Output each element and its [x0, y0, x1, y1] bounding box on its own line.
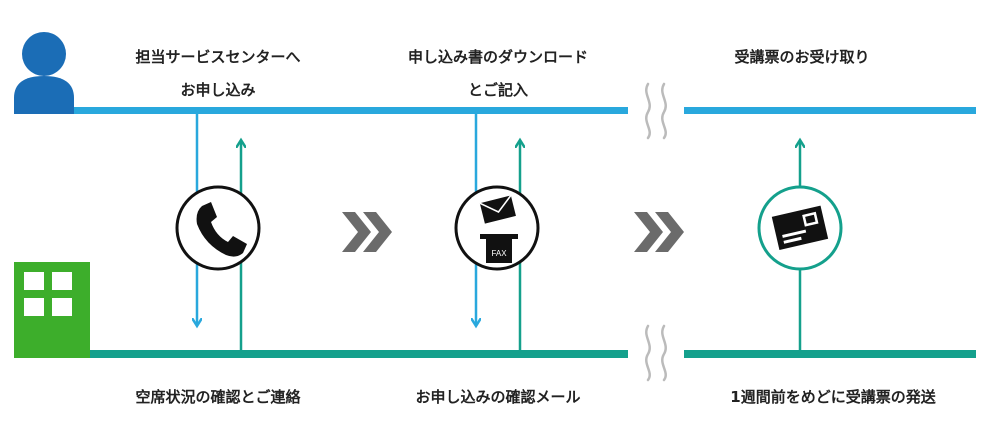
customer-step-line: 申し込み書のダウンロード [407, 48, 588, 66]
customer-step-label: 申し込み書のダウンロード とご記入 [366, 41, 630, 107]
customer-step-line: 受講票のお受け取り [734, 48, 870, 66]
wavy-break-icon [645, 82, 667, 140]
double-chevron-right-icon [634, 212, 684, 252]
customer-step-line: 担当サービスセンターへ [135, 48, 301, 66]
customer-timeline [14, 107, 628, 114]
customer-step-label: 受講票のお受け取り [684, 41, 920, 74]
mail-fax-icon: FAX [454, 185, 540, 271]
double-chevron-right-icon [342, 212, 392, 252]
center-timeline-continued [684, 350, 976, 358]
center-step-label: 1週間前をめどに受講票の発送 [680, 381, 986, 414]
customer-step-line: お申し込み [180, 81, 256, 99]
person-icon [14, 32, 74, 114]
center-step-line: お申し込みの確認メール [415, 388, 581, 406]
building-icon [14, 262, 90, 358]
fax-label: FAX [491, 249, 507, 258]
customer-timeline-continued [684, 107, 976, 114]
customer-step-label: 担当サービスセンターへ お申し込み [88, 41, 348, 107]
center-timeline [90, 350, 628, 358]
center-step-line: 1週間前をめどに受講票の発送 [730, 388, 936, 406]
center-step-label: お申し込みの確認メール [366, 381, 630, 414]
ticket-card-icon [757, 185, 843, 271]
wavy-break-icon [645, 324, 667, 382]
phone-icon [175, 185, 261, 271]
customer-step-line: とご記入 [467, 81, 528, 99]
center-step-label: 空席状況の確認とご連絡 [88, 381, 348, 414]
center-step-line: 空席状況の確認とご連絡 [135, 388, 301, 406]
